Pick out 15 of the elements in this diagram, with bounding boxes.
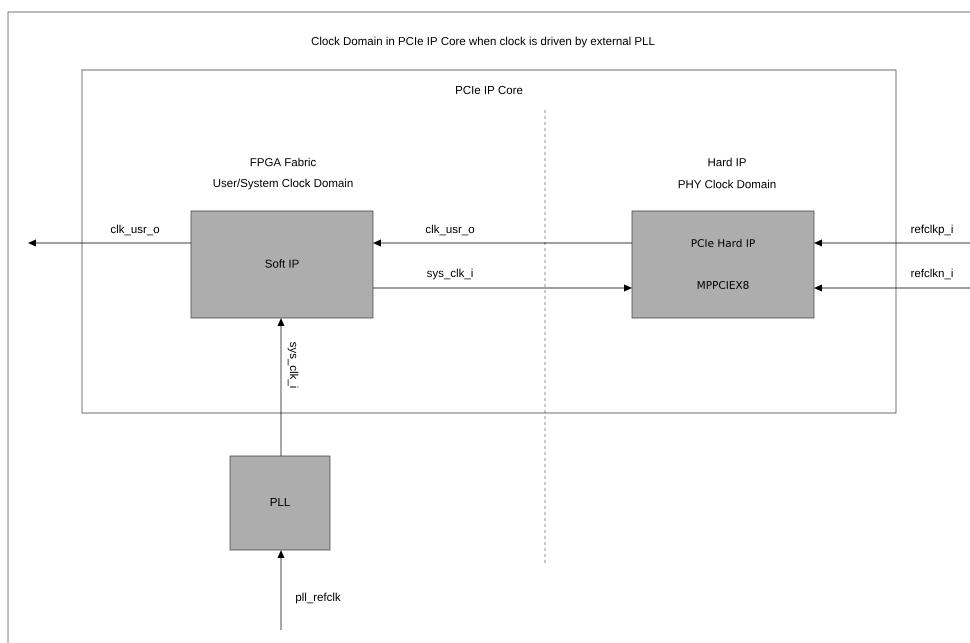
hard-ip-box: PCIe Hard IP MPPCIEX8: [632, 210, 814, 318]
signal-label: refclkp_i: [910, 224, 954, 236]
domain-heading: FPGA Fabric: [250, 158, 316, 166]
signal-label: clk_usr_o: [424, 224, 476, 236]
soft-ip-box: Soft IP: [190, 210, 374, 318]
pll-box: PLL: [230, 456, 330, 550]
signal-label: pll_refclk: [294, 592, 342, 604]
signal-label: clk_usr_o: [109, 224, 161, 236]
domain-heading: PHY Clock Domain: [678, 180, 776, 188]
diagram-title: Clock Domain in PCIe IP Core when clock is driven by external PLL: [312, 36, 654, 48]
signal-label: sys_clk_i: [286, 340, 300, 390]
domain-heading: User/System Clock Domain: [214, 178, 353, 190]
signal-label: sys_clk_i: [426, 268, 474, 280]
domain-heading: Hard IP: [708, 158, 746, 166]
signal-label: refclkn_i: [910, 268, 954, 280]
